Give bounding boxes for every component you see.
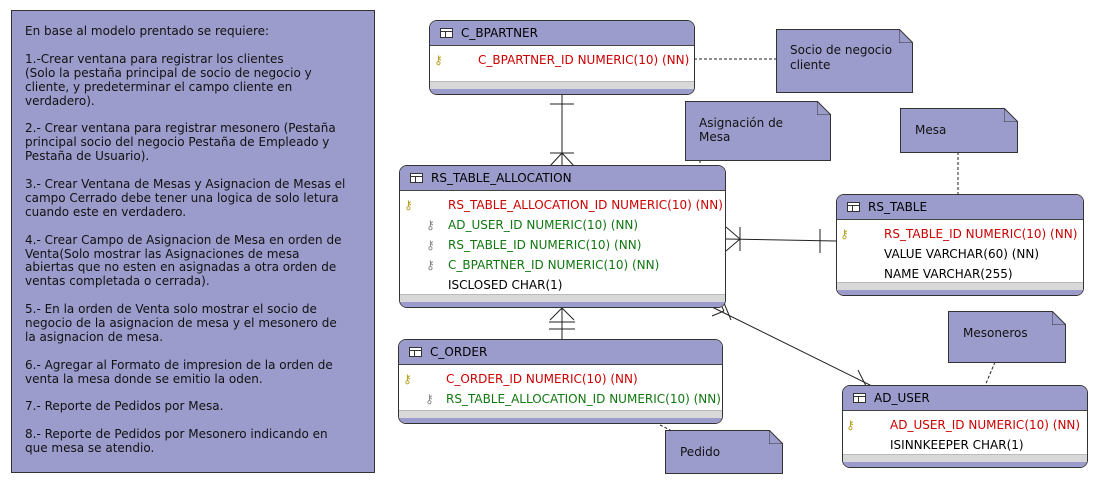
entity-rs-table[interactable]: RS_TABLE ⚷ RS_TABLE_ID NUMERIC(10) (NN) VA… — [836, 194, 1084, 296]
entity-name: C_ORDER — [430, 345, 488, 359]
column-row[interactable]: ⚷ C_BPARTNER_ID NUMERIC(10) (NN) — [430, 50, 694, 70]
foreign-key-icon: ⚷ — [425, 392, 434, 406]
column-row[interactable]: ⚷ RS_TABLE_ALLOCATION_ID NUMERIC(10) (NN) — [400, 195, 725, 215]
note-mesoneros-text: Mesoneros — [963, 326, 1028, 340]
note-asignacion-mesa: Asignación de Mesa — [685, 101, 831, 161]
entity-footer — [400, 294, 725, 307]
entity-header: C_ORDER — [399, 340, 722, 365]
note-asignacion-text: Asignación de Mesa — [699, 116, 784, 144]
key-icon: ⚷ — [846, 418, 855, 432]
note-pedido-text: Pedido — [680, 445, 721, 459]
column-row[interactable]: ⚷ RS_TABLE_ID NUMERIC(10) (NN) — [400, 235, 725, 255]
key-icon: ⚷ — [403, 372, 412, 386]
entity-c-bpartner[interactable]: C_BPARTNER ⚷ C_BPARTNER_ID NUMERIC(10) (N… — [429, 20, 695, 95]
column-row[interactable]: ⚷ C_ORDER_ID NUMERIC(10) (NN) — [399, 369, 722, 389]
column-row[interactable]: ⚷ AD_USER_ID NUMERIC(10) (NN) — [843, 415, 1087, 435]
relation-user-allocation — [711, 298, 877, 389]
table-icon — [409, 347, 422, 357]
note-mesa: Mesa — [900, 108, 1018, 153]
entity-header: RS_TABLE_ALLOCATION — [400, 166, 725, 191]
column-row[interactable]: ⚷ C_BPARTNER_ID NUMERIC(10) (NN) — [400, 255, 725, 275]
column-text: C_ORDER_ID NUMERIC(10) (NN) — [446, 372, 638, 386]
entity-columns: ⚷ C_ORDER_ID NUMERIC(10) (NN) ⚷ RS_TABLE_AL… — [399, 365, 722, 409]
table-icon — [847, 202, 860, 212]
table-icon — [440, 28, 453, 38]
column-text: AD_USER_ID NUMERIC(10) (NN) — [448, 218, 639, 232]
entity-header: AD_USER — [843, 386, 1087, 411]
column-text: RS_TABLE_ID NUMERIC(10) (NN) — [448, 238, 642, 252]
note-fold-corner — [1004, 108, 1018, 122]
relation-allocation-order — [549, 307, 575, 340]
column-text: ISINNKEEPER CHAR(1) — [890, 438, 1024, 452]
entity-rs-table-allocation[interactable]: RS_TABLE_ALLOCATION ⚷ RS_TABLE_ALLOCATION… — [399, 165, 726, 308]
entity-header: C_BPARTNER — [430, 21, 694, 46]
column-text: RS_TABLE_ALLOCATION_ID NUMERIC(10) (NN) — [446, 392, 721, 406]
note-mesa-text: Mesa — [915, 123, 947, 137]
note-fold-corner — [899, 29, 913, 43]
entity-name: C_BPARTNER — [461, 26, 538, 40]
table-icon — [853, 393, 866, 403]
column-text: C_BPARTNER_ID NUMERIC(10) (NN) — [448, 258, 660, 272]
entity-name: AD_USER — [874, 391, 930, 405]
entity-footer — [399, 410, 722, 423]
column-row[interactable]: ⚷ RS_TABLE_ALLOCATION_ID NUMERIC(10) (NN) — [399, 389, 722, 409]
column-text: VALUE VARCHAR(60) (NN) — [884, 247, 1040, 261]
note-socio-text: Socio de negocio cliente — [790, 43, 893, 72]
foreign-key-icon: ⚷ — [426, 258, 435, 272]
table-icon — [410, 173, 423, 183]
note-pedido: Pedido — [665, 430, 783, 474]
entity-columns: ⚷ C_BPARTNER_ID NUMERIC(10) (NN) — [430, 46, 694, 70]
key-icon: ⚷ — [404, 198, 413, 212]
column-text: RS_TABLE_ALLOCATION_ID NUMERIC(10) (NN) — [448, 198, 723, 212]
column-text: RS_TABLE_ID NUMERIC(10) (NN) — [884, 227, 1078, 241]
key-icon: ⚷ — [434, 53, 443, 67]
entity-footer — [430, 81, 694, 94]
note-fold-corner — [1052, 311, 1066, 325]
column-row[interactable]: ⚷ AD_USER_ID NUMERIC(10) (NN) — [400, 215, 725, 235]
column-text: C_BPARTNER_ID NUMERIC(10) (NN) — [478, 53, 690, 67]
requirements-note: En base al modelo prentado se requiere: … — [11, 10, 375, 473]
entity-header: RS_TABLE — [837, 195, 1083, 220]
note-mesoneros: Mesoneros — [948, 311, 1066, 363]
entity-columns: ⚷ AD_USER_ID NUMERIC(10) (NN) ISINNKEEPER … — [843, 411, 1087, 455]
column-text: AD_USER_ID NUMERIC(10) (NN) — [890, 418, 1081, 432]
column-text: ISCLOSED CHAR(1) — [448, 278, 563, 292]
relation-bpartner-allocation — [549, 94, 575, 167]
key-icon: ⚷ — [840, 227, 849, 241]
column-row[interactable]: ISINNKEEPER CHAR(1) — [843, 435, 1087, 455]
entity-ad-user[interactable]: AD_USER ⚷ AD_USER_ID NUMERIC(10) (NN) ISIN… — [842, 385, 1088, 468]
note-socio-negocio: Socio de negocio cliente — [776, 29, 913, 93]
column-text: NAME VARCHAR(255) — [884, 267, 1013, 281]
foreign-key-icon: ⚷ — [426, 218, 435, 232]
requirements-text: En base al modelo prentado se requiere: … — [25, 24, 346, 456]
entity-footer — [837, 282, 1083, 295]
entity-columns: ⚷ RS_TABLE_ID NUMERIC(10) (NN) VALUE VARCH… — [837, 220, 1083, 284]
note-fold-corner — [769, 430, 783, 444]
column-row[interactable]: VALUE VARCHAR(60) (NN) — [837, 244, 1083, 264]
entity-c-order[interactable]: C_ORDER ⚷ C_ORDER_ID NUMERIC(10) (NN) ⚷ RS_… — [398, 339, 723, 424]
entity-name: RS_TABLE — [868, 200, 928, 214]
entity-columns: ⚷ RS_TABLE_ALLOCATION_ID NUMERIC(10) (NN)… — [400, 191, 725, 295]
column-row[interactable]: NAME VARCHAR(255) — [837, 264, 1083, 284]
column-row[interactable]: ISCLOSED CHAR(1) — [400, 275, 725, 295]
note-fold-corner — [817, 101, 831, 115]
entity-name: RS_TABLE_ALLOCATION — [431, 171, 572, 185]
relation-table-allocation — [725, 226, 837, 253]
entity-footer — [843, 454, 1087, 467]
column-row[interactable]: ⚷ RS_TABLE_ID NUMERIC(10) (NN) — [837, 224, 1083, 244]
foreign-key-icon: ⚷ — [426, 238, 435, 252]
